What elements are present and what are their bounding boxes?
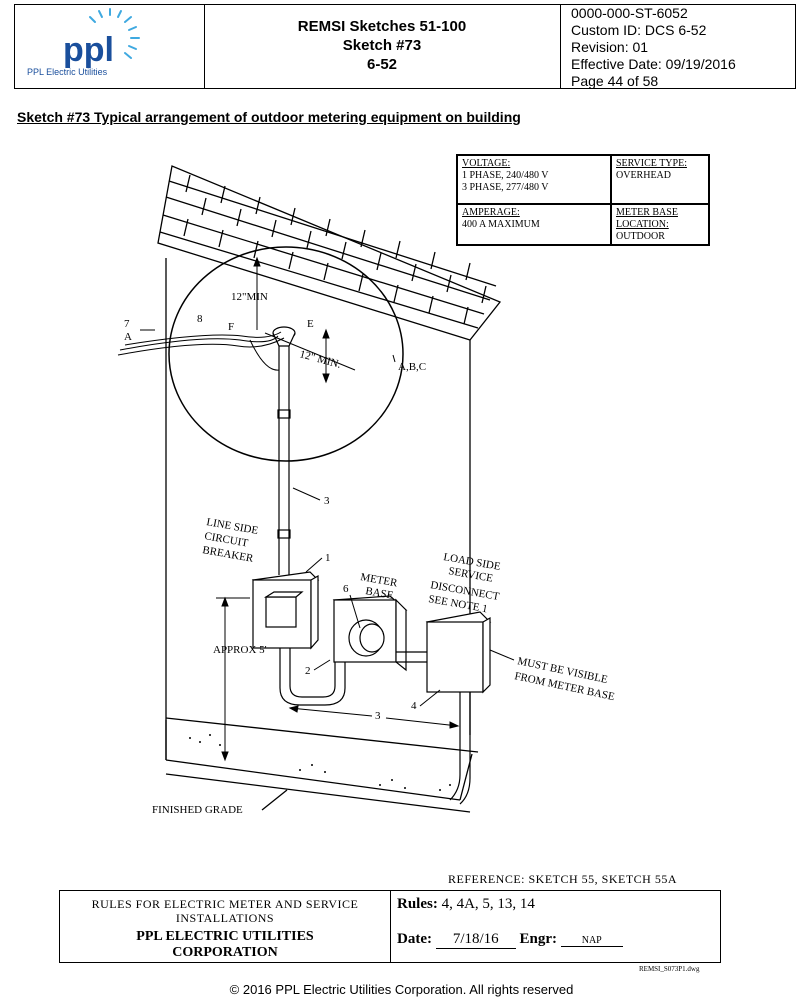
voltage-3-phase: 3 PHASE, 277/480 V <box>462 182 549 193</box>
meter-base-label: METER BASE <box>616 207 678 218</box>
label-f: F <box>228 321 234 333</box>
logo-subtitle: PPL Electric Utilities <box>27 67 108 77</box>
amperage-label: AMPERAGE: <box>462 207 520 218</box>
title-block-footer: RULES FOR ELECTRIC METER AND SERVICE INS… <box>59 890 721 963</box>
label-finished-grade: FINISHED GRADE <box>152 804 243 816</box>
org-name-2: CORPORATION <box>172 945 278 960</box>
load-side-disconnect <box>425 611 492 694</box>
label-8: 8 <box>197 313 203 325</box>
date-value: 7/18/16 <box>435 931 516 949</box>
date-label: Date: <box>397 931 432 947</box>
detail-circle <box>168 246 404 462</box>
logo-cell: ppl PPL Electric Utilities <box>15 5 205 88</box>
rules-title-2: INSTALLATIONS <box>175 911 275 925</box>
lower-conduits <box>279 648 471 805</box>
finished-grade-line <box>165 773 471 813</box>
title-cell: REMSI Sketches 51-100 Sketch #73 6-52 <box>204 5 561 88</box>
line-side-breaker <box>251 571 320 650</box>
approx-dimension <box>216 596 250 762</box>
location-label: LOCATION: <box>616 219 669 230</box>
title-line-1: REMSI Sketches 51-100 <box>297 18 467 35</box>
custom-id: Custom ID: DCS 6-52 <box>571 22 707 38</box>
label-a: A <box>124 331 132 343</box>
service-type-label: SERVICE TYPE: <box>616 158 687 169</box>
dimension-lines <box>140 256 396 384</box>
label-7: 7 <box>124 318 130 330</box>
location-value: OUTDOOR <box>616 231 665 242</box>
svg-text:ppl: ppl <box>63 31 114 69</box>
amperage-value: 400 A MAXIMUM <box>462 219 540 230</box>
ppl-logo-icon: ppl <box>63 8 140 69</box>
voltage-label: VOLTAGE: <box>462 158 511 169</box>
doc-number: 0000-000-ST-6052 <box>571 5 688 21</box>
title-line-3: 6-52 <box>366 56 398 73</box>
label-12min-side: 12" MIN. <box>298 348 342 371</box>
service-type-value: OVERHEAD <box>616 170 671 181</box>
service-drop-wires <box>117 331 285 371</box>
meter-base <box>332 595 408 672</box>
document-header: ppl PPL Electric Utilities REMSI Sketche… <box>14 4 796 89</box>
label-12min-top: 12"MIN <box>231 291 268 303</box>
label-approx-5ft: APPROX 5' <box>213 644 267 656</box>
label-2: 2 <box>305 665 311 677</box>
rules-title-1: RULES FOR ELECTRIC METER AND SERVICE <box>91 897 359 911</box>
footer-left: RULES FOR ELECTRIC METER AND SERVICE INS… <box>60 891 391 962</box>
distance-dimension <box>288 705 460 729</box>
revision: Revision: 01 <box>571 39 649 55</box>
service-conduit <box>277 345 291 575</box>
metering-drawing: 12"MIN 12" MIN. 7 A 8 F E A,B,C 3 LINE S… <box>117 165 616 816</box>
label-base: BASE <box>364 585 394 602</box>
page-number: Page 44 of 58 <box>571 73 659 89</box>
weatherhead <box>272 326 296 347</box>
label-6: 6 <box>343 583 349 595</box>
org-name-1: PPL ELECTRIC UTILITIES <box>136 929 314 944</box>
copyright: © 2016 PPL Electric Utilities Corporatio… <box>229 982 574 997</box>
section-title: Sketch #73 Typical arrangement of outdoo… <box>17 109 521 125</box>
spec-table: VOLTAGE: 1 PHASE, 240/480 V 3 PHASE, 277… <box>456 154 710 246</box>
doc-meta: 0000-000-ST-6052 Custom ID: DCS 6-52 Rev… <box>571 5 736 90</box>
label-e: E <box>307 318 314 330</box>
label-3-bottom: 3 <box>375 710 381 722</box>
label-3-top: 3 <box>324 495 330 507</box>
title-line-2: Sketch #73 <box>342 37 422 54</box>
label-1: 1 <box>325 552 331 564</box>
footer-right: Rules: 4, 4A, 5, 13, 14 Date: 7/18/16 En… <box>391 891 720 962</box>
roof <box>157 165 502 341</box>
rules-value: 4, 4A, 5, 13, 14 <box>441 896 535 912</box>
building-wall <box>165 258 479 801</box>
effective-date: Effective Date: 09/19/2016 <box>571 56 736 72</box>
label-4: 4 <box>411 700 417 712</box>
voltage-1-phase: 1 PHASE, 240/480 V <box>462 170 549 181</box>
label-abc: A,B,C <box>398 361 426 373</box>
dwg-filename: REMSI_S073P1.dwg <box>639 965 700 973</box>
rules-label: Rules: <box>397 896 438 912</box>
engr-label: Engr: <box>519 931 557 947</box>
foundation-texture <box>189 734 451 791</box>
engr-value: NAP <box>560 935 623 947</box>
reference-note: REFERENCE: SKETCH 55, SKETCH 55A <box>448 872 678 886</box>
